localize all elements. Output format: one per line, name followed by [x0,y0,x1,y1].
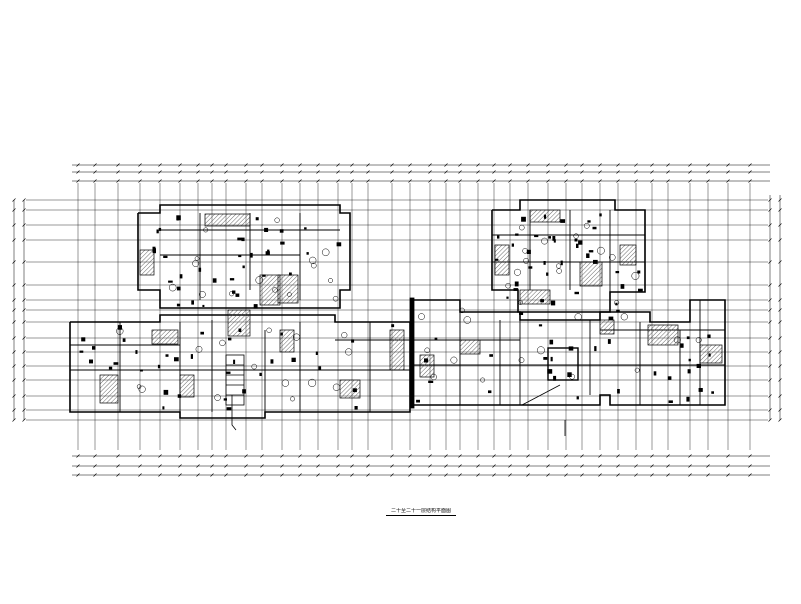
dimension-ticks [12,163,782,477]
drawing-caption: 二十至二十一层结构平面图 [386,508,456,516]
shear-walls [99,209,723,404]
opening-markers [116,217,702,402]
dimension-lines [13,164,781,476]
columns [79,213,714,411]
interior-walls [70,210,725,412]
wall-outline [69,199,726,419]
stair-core [225,297,579,436]
